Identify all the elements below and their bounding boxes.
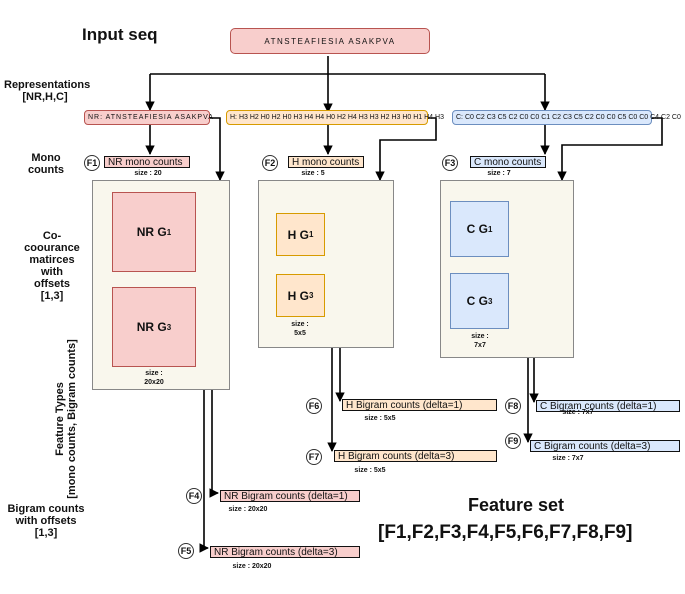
f3-size: size : 7: [487, 170, 511, 177]
representations-label: Representations [NR,H,C]: [4, 79, 91, 103]
c-g3-base: C G: [466, 294, 488, 308]
f1-marker: F1: [84, 155, 100, 171]
mono-counts-label: Mono counts: [27, 152, 65, 176]
nr-g3-base: NR G: [136, 320, 167, 334]
f7-bigram-label: H Bigram counts (delta=3): [334, 450, 497, 462]
f2-marker: F2: [262, 155, 278, 171]
f4-bigram-label: NR Bigram counts (delta=1): [220, 490, 360, 502]
bigram-counts-label: Bigram counts with offsets [1,3]: [7, 503, 85, 539]
c-size-label: size :: [471, 333, 489, 340]
f9-size: size : 7x7: [552, 455, 584, 462]
f2-mono-label: H mono counts: [288, 156, 364, 168]
nr-size-label: size :: [145, 370, 163, 377]
f5-size: size : 20x20: [232, 563, 272, 570]
f7-marker: F7: [306, 449, 322, 465]
c-g3-sup: 3: [487, 296, 493, 306]
f8-marker: F8: [505, 398, 521, 414]
arrow-nr-to-panel: [210, 117, 225, 181]
h-g1-base: H G: [287, 227, 309, 242]
f4-size: size : 20x20: [228, 506, 268, 513]
diagram-title: Input seq: [82, 25, 158, 44]
c-g1-base: C G: [466, 222, 488, 236]
h-representation-box: H: H3 H2 H0 H2 H0 H3 H4 H4 H0 H2 H4 H3 H…: [226, 110, 444, 125]
nr-representation-box: NR: ATNSTEAFIESIA ASAKPVA: [84, 110, 213, 125]
f6-marker: F6: [306, 398, 322, 414]
f5-marker: F5: [178, 543, 194, 559]
f9-marker: F9: [505, 433, 521, 449]
nr-g1-base: NR G: [136, 225, 167, 239]
f3-mono-label: C mono counts: [470, 156, 546, 168]
nr-size-value: 20x20: [144, 379, 164, 386]
nr-g1-sup: 1: [166, 227, 172, 237]
f3-marker: F3: [442, 155, 458, 171]
f1-mono-label: NR mono counts: [104, 156, 190, 168]
feature-types-label: Feature Types [mono counts, Bigram count…: [54, 339, 78, 499]
h-g3-sup: 3: [308, 291, 314, 300]
f6-size: size : 5x5: [364, 415, 396, 422]
c-representation-box: C: C0 C2 C3 C5 C2 C0 C0 C1 C2 C3 C5 C2 C…: [452, 110, 681, 125]
h-matrix-panel: [258, 180, 394, 348]
arrow-h-to-panel: [375, 117, 437, 181]
f6-bigram-label: H Bigram counts (delta=1): [342, 399, 497, 411]
f1-size: size : 20: [134, 170, 162, 177]
f5-bigram-label: NR Bigram counts (delta=3): [210, 546, 360, 558]
f8-bigram-label: C Bigram counts (delta=1): [536, 400, 680, 412]
cooccurrence-label: Co- coourance matirces with offsets [1,3…: [24, 230, 80, 302]
f7-size: size : 5x5: [354, 467, 386, 474]
h-size-value: 5x5: [294, 330, 306, 337]
h-g1-sup: 1: [308, 230, 314, 239]
c-size-value: 7x7: [474, 342, 486, 349]
f9-bigram-label: C Bigram counts (delta=3): [530, 440, 680, 452]
nr-g3-sup: 3: [166, 322, 172, 332]
feature-set-title: Feature set: [468, 495, 565, 515]
f4-marker: F4: [186, 488, 202, 504]
f2-size: size : 5: [301, 170, 325, 177]
f8-size: size : 7x7: [562, 409, 594, 416]
c-g1-sup: 1: [487, 224, 493, 234]
input-sequence-box: ATNSTEAFIESIA ASAKPVA: [230, 28, 430, 54]
feature-set-list: [F1,F2,F3,F4,F5,F6,F7,F8,F9]: [378, 522, 633, 543]
h-g3-base: H G: [287, 288, 309, 303]
arrow-c-to-panel: [557, 117, 663, 181]
h-size-label: size :: [291, 321, 309, 328]
